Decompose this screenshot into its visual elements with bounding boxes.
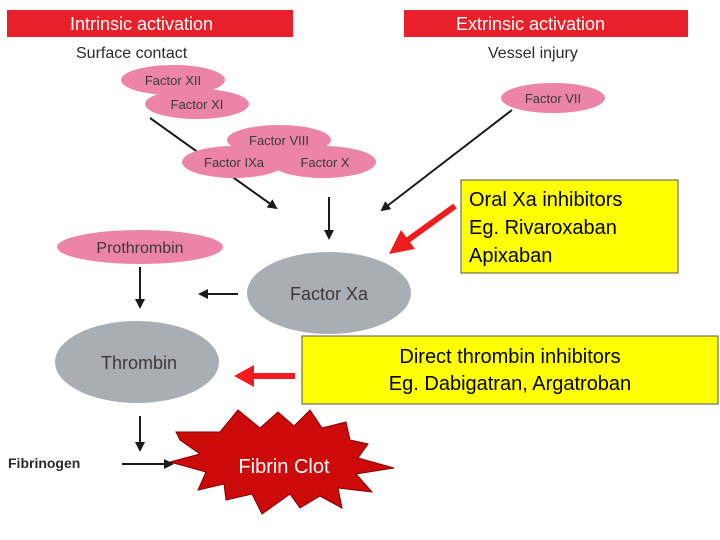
factor-ixa-label: Factor IXa xyxy=(204,155,265,170)
factor-vii-pill: Factor VII xyxy=(501,83,605,113)
factor-x-label: Factor X xyxy=(300,155,349,170)
factor-ixa-pill: Factor IXa xyxy=(182,146,286,178)
fibrinogen-label: Fibrinogen xyxy=(8,455,80,471)
surface-contact-label: Surface contact xyxy=(76,45,188,62)
extrinsic-activation-title: Extrinsic activation xyxy=(456,14,605,34)
factor-xii-pill: Factor XII xyxy=(121,65,225,95)
intrinsic-activation-header: Intrinsic activation xyxy=(7,10,293,37)
vessel-injury-label: Vessel injury xyxy=(488,45,578,62)
thrombin-node: Thrombin xyxy=(55,321,219,403)
prothrombin-pill: Prothrombin xyxy=(57,230,223,264)
factor-vii-label: Factor VII xyxy=(525,91,581,106)
thrombin-inhibitors-callout: Direct thrombin inhibitors Eg. Dabigatra… xyxy=(301,335,719,405)
xa-inhibitor-pointer-arrow xyxy=(389,203,457,254)
xa-inhibitors-line-2: Eg. Rivaroxaban xyxy=(469,217,617,239)
thrombin-label: Thrombin xyxy=(101,353,177,373)
prothrombin-label: Prothrombin xyxy=(96,240,183,257)
factor-xii-label: Factor XII xyxy=(145,73,201,88)
thrombin-inhibitors-line-2: Eg. Dabigatran, Argatroban xyxy=(389,373,631,395)
factor-viii-label: Factor VIII xyxy=(249,133,309,148)
thrombin-inhibitor-pointer-arrow xyxy=(234,365,295,387)
xa-inhibitors-line-3: Apixaban xyxy=(469,245,552,267)
fibrin-clot-starburst: Fibrin Clot xyxy=(168,409,395,515)
factor-xi-pill: Factor XI xyxy=(145,89,249,119)
factor-xi-label: Factor XI xyxy=(171,97,224,112)
xa-inhibitors-callout: Oral Xa inhibitors Eg. Rivaroxaban Apixa… xyxy=(460,179,679,274)
fibrin-clot-label: Fibrin Clot xyxy=(238,456,330,478)
factor-xa-label: Factor Xa xyxy=(290,284,369,304)
thrombin-inhibitors-line-1: Direct thrombin inhibitors xyxy=(399,346,620,368)
extrinsic-diagonal-arrow xyxy=(380,109,513,212)
xa-inhibitors-line-1: Oral Xa inhibitors xyxy=(469,189,622,211)
intrinsic-activation-title: Intrinsic activation xyxy=(70,14,213,34)
factor-x-pill: Factor X xyxy=(270,146,376,178)
factor-xa-node: Factor Xa xyxy=(247,252,411,334)
extrinsic-activation-header: Extrinsic activation xyxy=(404,10,688,37)
